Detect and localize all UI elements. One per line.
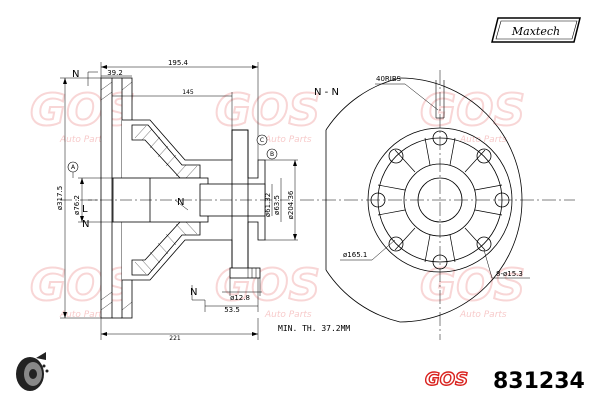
- center-bore-circle: [417, 177, 463, 223]
- wheel-stud: [229, 267, 261, 279]
- watermark-logo: GOS: [30, 260, 135, 311]
- label-holes: 8-ø15.3: [496, 270, 523, 278]
- dim-195-4: 195.4: [168, 59, 189, 67]
- dim-dia-61-32: ø61.32: [264, 193, 272, 217]
- watermark-sub: Auto Parts: [459, 135, 507, 145]
- dim-53-5: 53.5: [224, 306, 240, 314]
- hub-pilot-circle: [403, 163, 477, 237]
- brand-name: Maxtech: [511, 25, 560, 38]
- watermark-sub: Auto Parts: [264, 135, 312, 145]
- hub-spokes: [377, 137, 503, 263]
- svg-text:A: A: [71, 164, 76, 171]
- dim-221: 221: [169, 335, 181, 342]
- dim-dia-204-36: ø204.36: [287, 190, 295, 219]
- face-leaders: [340, 83, 530, 279]
- label-dia-165-1: ø165.1: [343, 251, 367, 259]
- watermark-logo: GOS: [30, 85, 135, 136]
- min-thickness-note: MIN. TH. 37.2MM: [278, 324, 350, 333]
- face-view: [300, 70, 575, 340]
- section-title: N - N: [314, 87, 339, 98]
- svg-text:C: C: [260, 137, 264, 144]
- watermark-sub: Auto Parts: [264, 310, 312, 320]
- outer-friction-ring: [100, 77, 113, 319]
- section-mark-n-top: N: [72, 69, 79, 80]
- stud-thread: [247, 268, 257, 278]
- dim-dia-63-5: ø63.5: [273, 195, 281, 215]
- svg-text:B: B: [270, 151, 274, 158]
- brand-logo: Maxtech: [491, 17, 581, 43]
- gos-logo: GOS: [424, 368, 468, 390]
- callout-b: B: [266, 148, 278, 160]
- svg-text:GOS: GOS: [425, 369, 468, 390]
- label-ribs: 40RIBS: [376, 75, 402, 83]
- watermark-sub: Auto Parts: [59, 135, 107, 145]
- section-mark-n-mid: N: [177, 197, 184, 208]
- dim-dia-317-5: ø317.5: [56, 186, 64, 210]
- vane-hatch: [100, 81, 133, 311]
- watermark-sub: Auto Parts: [59, 310, 107, 320]
- bolt-circle: [377, 137, 503, 263]
- section-mark-n-bottom: N: [190, 287, 197, 298]
- section-mark-l: L: [82, 204, 88, 215]
- hub-flange-circle: [367, 127, 513, 273]
- bolt-holes: [370, 130, 510, 270]
- cross-section-view: [60, 77, 290, 319]
- section-mark-n-left: N: [82, 219, 89, 230]
- watermark-logo: GOS: [215, 85, 320, 136]
- watermark-sub: Auto Parts: [459, 310, 507, 320]
- brake-disc-icon: [16, 352, 49, 391]
- dim-dia-76-2: ø76.2: [73, 195, 81, 215]
- callout-a: A: [67, 161, 79, 178]
- brand-inner-frame: [495, 20, 578, 40]
- dimension-lines: [60, 62, 298, 340]
- arrowheads: [63, 65, 297, 336]
- disc-outer-arc-left-top: [325, 77, 401, 131]
- dim-39-2: 39.2: [107, 69, 123, 77]
- section-hatching: [134, 125, 198, 275]
- disc-outer-arc-left-bottom: [325, 269, 401, 323]
- dim-145: 145: [182, 89, 194, 96]
- part-number: 831234: [493, 369, 585, 394]
- dim-dia-12-8: ø12.8: [230, 294, 250, 302]
- callout-c: C: [256, 134, 268, 146]
- watermark-layer: GOS GOS GOS Auto Parts Auto Parts Auto P…: [29, 84, 526, 320]
- brand-frame: [491, 17, 581, 43]
